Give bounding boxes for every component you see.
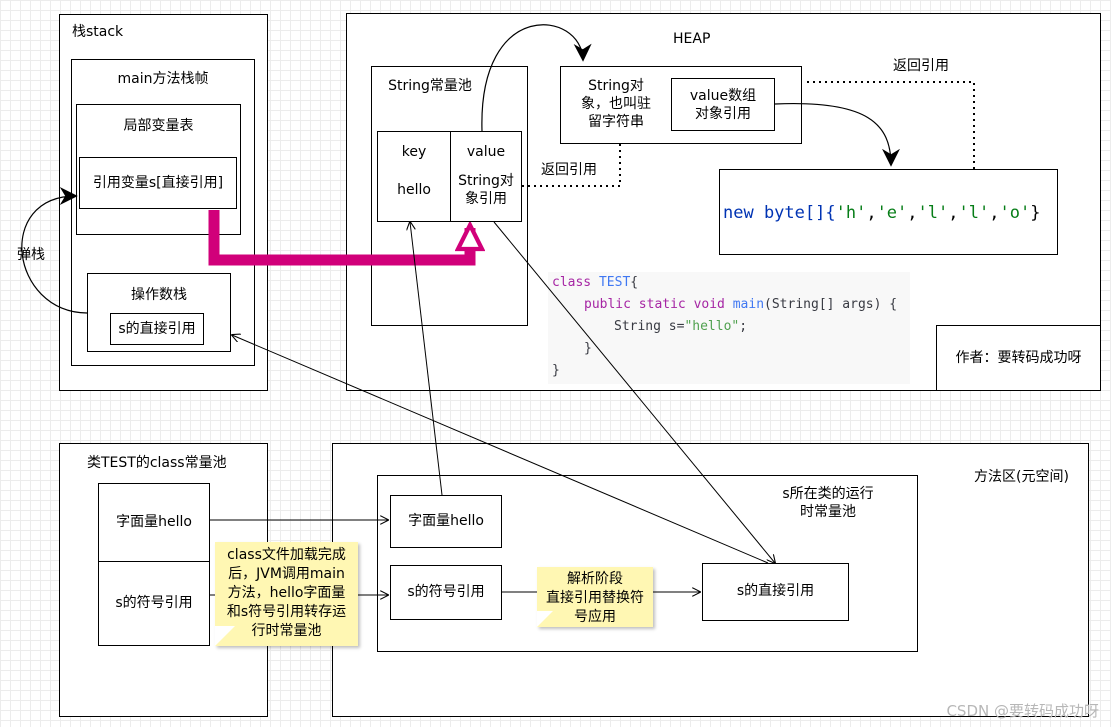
key-value: hello <box>397 182 431 198</box>
value-line1: String对 <box>458 173 514 189</box>
byte-prefix: new byte[]{ <box>723 203 836 223</box>
class-pool-symbol-cell: s的符号引用 <box>98 561 210 646</box>
resolve-note-line-3: 号应用 <box>574 609 616 625</box>
return-ref-label-2: 返回引用 <box>541 161 597 179</box>
runtime-pool-line2: 时常量池 <box>800 504 856 520</box>
byte-array-text: new byte[]{'h','e','l','l','o'} <box>723 203 1041 223</box>
resolve-note-fold <box>537 611 553 627</box>
string-pool-value-cell: value String对 象引用 <box>450 131 522 222</box>
pop-label: 弹栈 <box>17 247 45 263</box>
byte-char-l2: 'l' <box>958 203 990 223</box>
watermark: CSDN @要转码成功呀 <box>946 702 1099 720</box>
byte-char-l1: 'l' <box>917 203 949 223</box>
string-pool-title: String常量池 <box>388 78 472 94</box>
load-note-fold <box>215 626 235 646</box>
code-line-1: class TEST{ <box>552 275 639 290</box>
byte-array-object: new byte[]{'h','e','l','l','o'} <box>719 169 1058 255</box>
value-array-to-bytes-arrow <box>774 102 900 167</box>
literal-to-key-arrow <box>410 222 443 496</box>
resolve-note: 解析阶段 直接引用替换符 号应用 <box>537 567 653 627</box>
direct-ref-to-operand-arrow <box>232 335 769 564</box>
value-array-line2: 对象引用 <box>695 106 751 122</box>
operand-item-box: s的直接引用 <box>110 313 204 345</box>
return-ref-label-1: 返回引用 <box>893 58 949 74</box>
operand-item: s的直接引用 <box>118 321 196 337</box>
value-header: value <box>466 144 506 160</box>
load-note-line-5: 行时常量池 <box>251 623 322 639</box>
resolve-note-line-2: 直接引用替换符 <box>546 590 644 606</box>
runtime-direct-ref-box: s的直接引用 <box>702 563 849 621</box>
return-ref-dotted-1 <box>803 81 975 169</box>
byte-char-e: 'e' <box>876 203 908 223</box>
byte-char-o: 'o' <box>999 203 1031 223</box>
runtime-pool-line1: s所在类的运行 <box>782 486 874 502</box>
heap-title: HEAP <box>673 31 711 47</box>
resolve-note-line-1: 解析阶段 <box>567 571 623 587</box>
load-note-line-1: class文件加载完成 <box>227 547 346 563</box>
runtime-literal: 字面量hello <box>408 513 484 529</box>
code-line-2: public static void main(String[] args) { <box>584 297 898 312</box>
load-note-line-3: 方法，hello字面量 <box>227 585 346 601</box>
load-note-line-2: 后，JVM调用main <box>228 566 345 582</box>
value-array-line1: value数组 <box>689 88 757 104</box>
author-box: 作者：要转码成功呀 <box>936 325 1101 391</box>
string-pool-key-cell: key hello <box>377 131 451 222</box>
local-var-item: 引用变量s[直接引用] <box>92 175 224 191</box>
code-snippet: class TEST{ public static void main(Stri… <box>548 272 910 384</box>
class-pool-literal: 字面量hello <box>116 514 192 530</box>
local-vars-title: 局部变量表 <box>123 118 194 134</box>
runtime-literal-box: 字面量hello <box>390 495 502 548</box>
string-object-line1: String对 <box>588 78 644 94</box>
byte-char-h: 'h' <box>835 203 867 223</box>
code-line-5: } <box>552 363 560 378</box>
value-array-reference: value数组 对象引用 <box>671 78 775 131</box>
runtime-direct-ref: s的直接引用 <box>736 583 815 599</box>
code-line-3: String s="hello"; <box>614 319 748 334</box>
string-object-line3: 留字符串 <box>588 114 644 130</box>
key-header: key <box>401 144 427 160</box>
value-to-string-object-arrow <box>481 24 592 132</box>
value-to-direct-ref-arrow <box>493 221 775 563</box>
load-note-line-4: 和s符号引用转存运 <box>226 604 347 620</box>
class-pool-title: 类TEST的class常量池 <box>87 455 227 471</box>
stack-frame-title: main方法栈帧 <box>117 71 209 87</box>
method-area-title: 方法区(元空间) <box>974 469 1069 485</box>
reference-to-string-pool-arrow <box>208 210 470 266</box>
byte-suffix: } <box>1030 203 1041 223</box>
pop-stack-arrow <box>21 187 88 314</box>
author-label: 作者：要转码成功呀 <box>955 350 1082 366</box>
load-transfer-note: class文件加载完成 后，JVM调用main 方法，hello字面量 和s符号… <box>215 542 358 646</box>
return-ref-dotted-2 <box>522 144 621 187</box>
string-object-line2: 象，也叫驻 <box>581 96 651 112</box>
class-pool-symbol-ref: s的符号引用 <box>115 595 193 611</box>
value-line2: 象引用 <box>465 191 507 207</box>
stack-title: 栈stack <box>72 24 124 40</box>
local-var-reference: 引用变量s[直接引用] <box>79 157 237 209</box>
code-line-4: } <box>584 341 592 356</box>
operand-title: 操作数栈 <box>131 287 187 303</box>
runtime-symbol-ref: s的符号引用 <box>407 584 485 600</box>
runtime-symbol-ref-box: s的符号引用 <box>390 565 502 620</box>
